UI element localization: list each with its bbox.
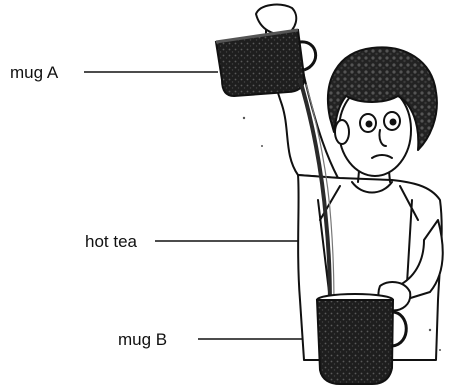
label-hot-tea: hot tea	[85, 232, 138, 251]
label-mug-b: mug B	[118, 330, 167, 349]
mug-b	[317, 294, 406, 384]
mug-b-body	[317, 300, 393, 384]
label-mug-a: mug A	[10, 63, 59, 82]
boy-ear	[335, 120, 349, 144]
